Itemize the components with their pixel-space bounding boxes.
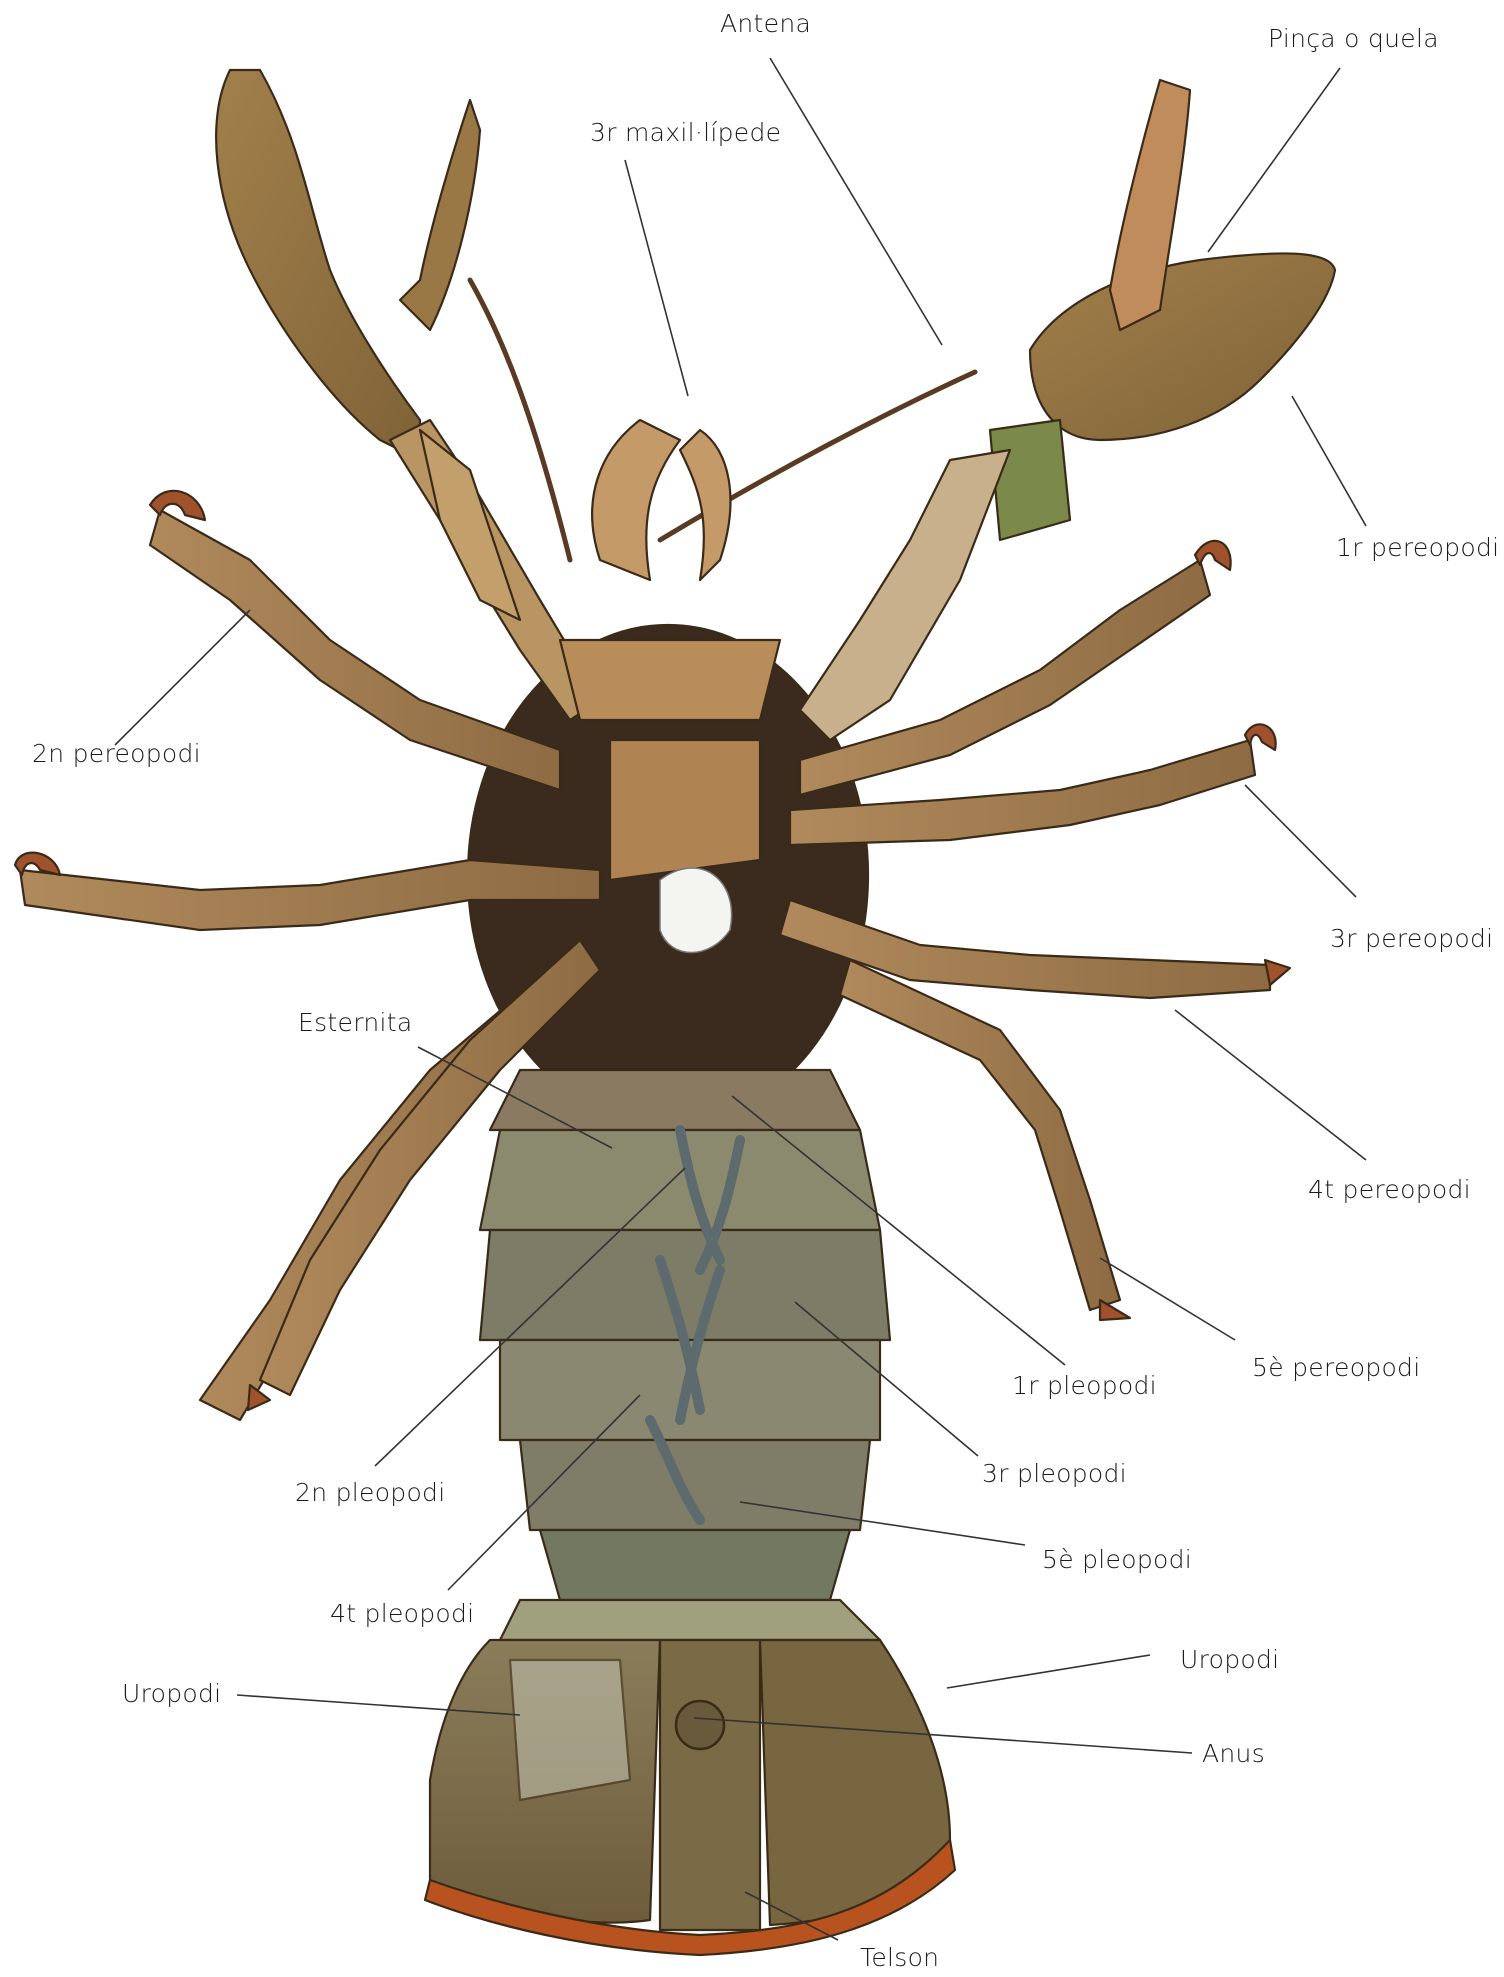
label-per5: 5è pereopodi	[1252, 1353, 1420, 1382]
label-anus: Anus	[1202, 1739, 1265, 1768]
label-telson: Telson	[860, 1943, 939, 1972]
label-esternita: Esternita	[298, 1008, 412, 1037]
label-ple3: 3r pleopodi	[982, 1459, 1127, 1488]
anus-ring	[676, 1701, 724, 1749]
label-per3: 3r pereopodi	[1330, 924, 1493, 953]
white-patch	[660, 868, 732, 952]
leader-per4	[1175, 1010, 1366, 1160]
leader-antena	[770, 58, 942, 345]
sternum	[610, 740, 760, 880]
leader-pinca	[1208, 68, 1340, 252]
crayfish-illustration	[15, 70, 1335, 1955]
label-pinca: Pinça o quela	[1268, 24, 1439, 53]
right-claw	[800, 80, 1335, 740]
leader-uropodi-right	[947, 1655, 1150, 1688]
leader-per3	[1245, 785, 1356, 897]
label-ple4: 4t pleopodi	[330, 1599, 474, 1628]
label-uropodi-left: Uropodi	[122, 1679, 221, 1708]
label-per4: 4t pereopodi	[1308, 1175, 1471, 1204]
label-ple2: 2n pleopodi	[295, 1478, 445, 1507]
label-per2: 2n pereopodi	[32, 739, 201, 768]
label-per1: 1r pereopodi	[1336, 533, 1499, 562]
label-maxil: 3r maxil·lípede	[590, 118, 781, 147]
label-antena: Antena	[720, 9, 811, 38]
label-uropodi-right: Uropodi	[1180, 1645, 1279, 1674]
label-ple1: 1r pleopodi	[1012, 1371, 1157, 1400]
mouthparts	[560, 420, 780, 720]
tail-fan	[425, 1600, 955, 1955]
label-ple5: 5è pleopodi	[1042, 1545, 1192, 1574]
leader-per2	[115, 610, 250, 745]
leader-maxil	[625, 160, 688, 396]
leader-per1	[1292, 396, 1366, 526]
